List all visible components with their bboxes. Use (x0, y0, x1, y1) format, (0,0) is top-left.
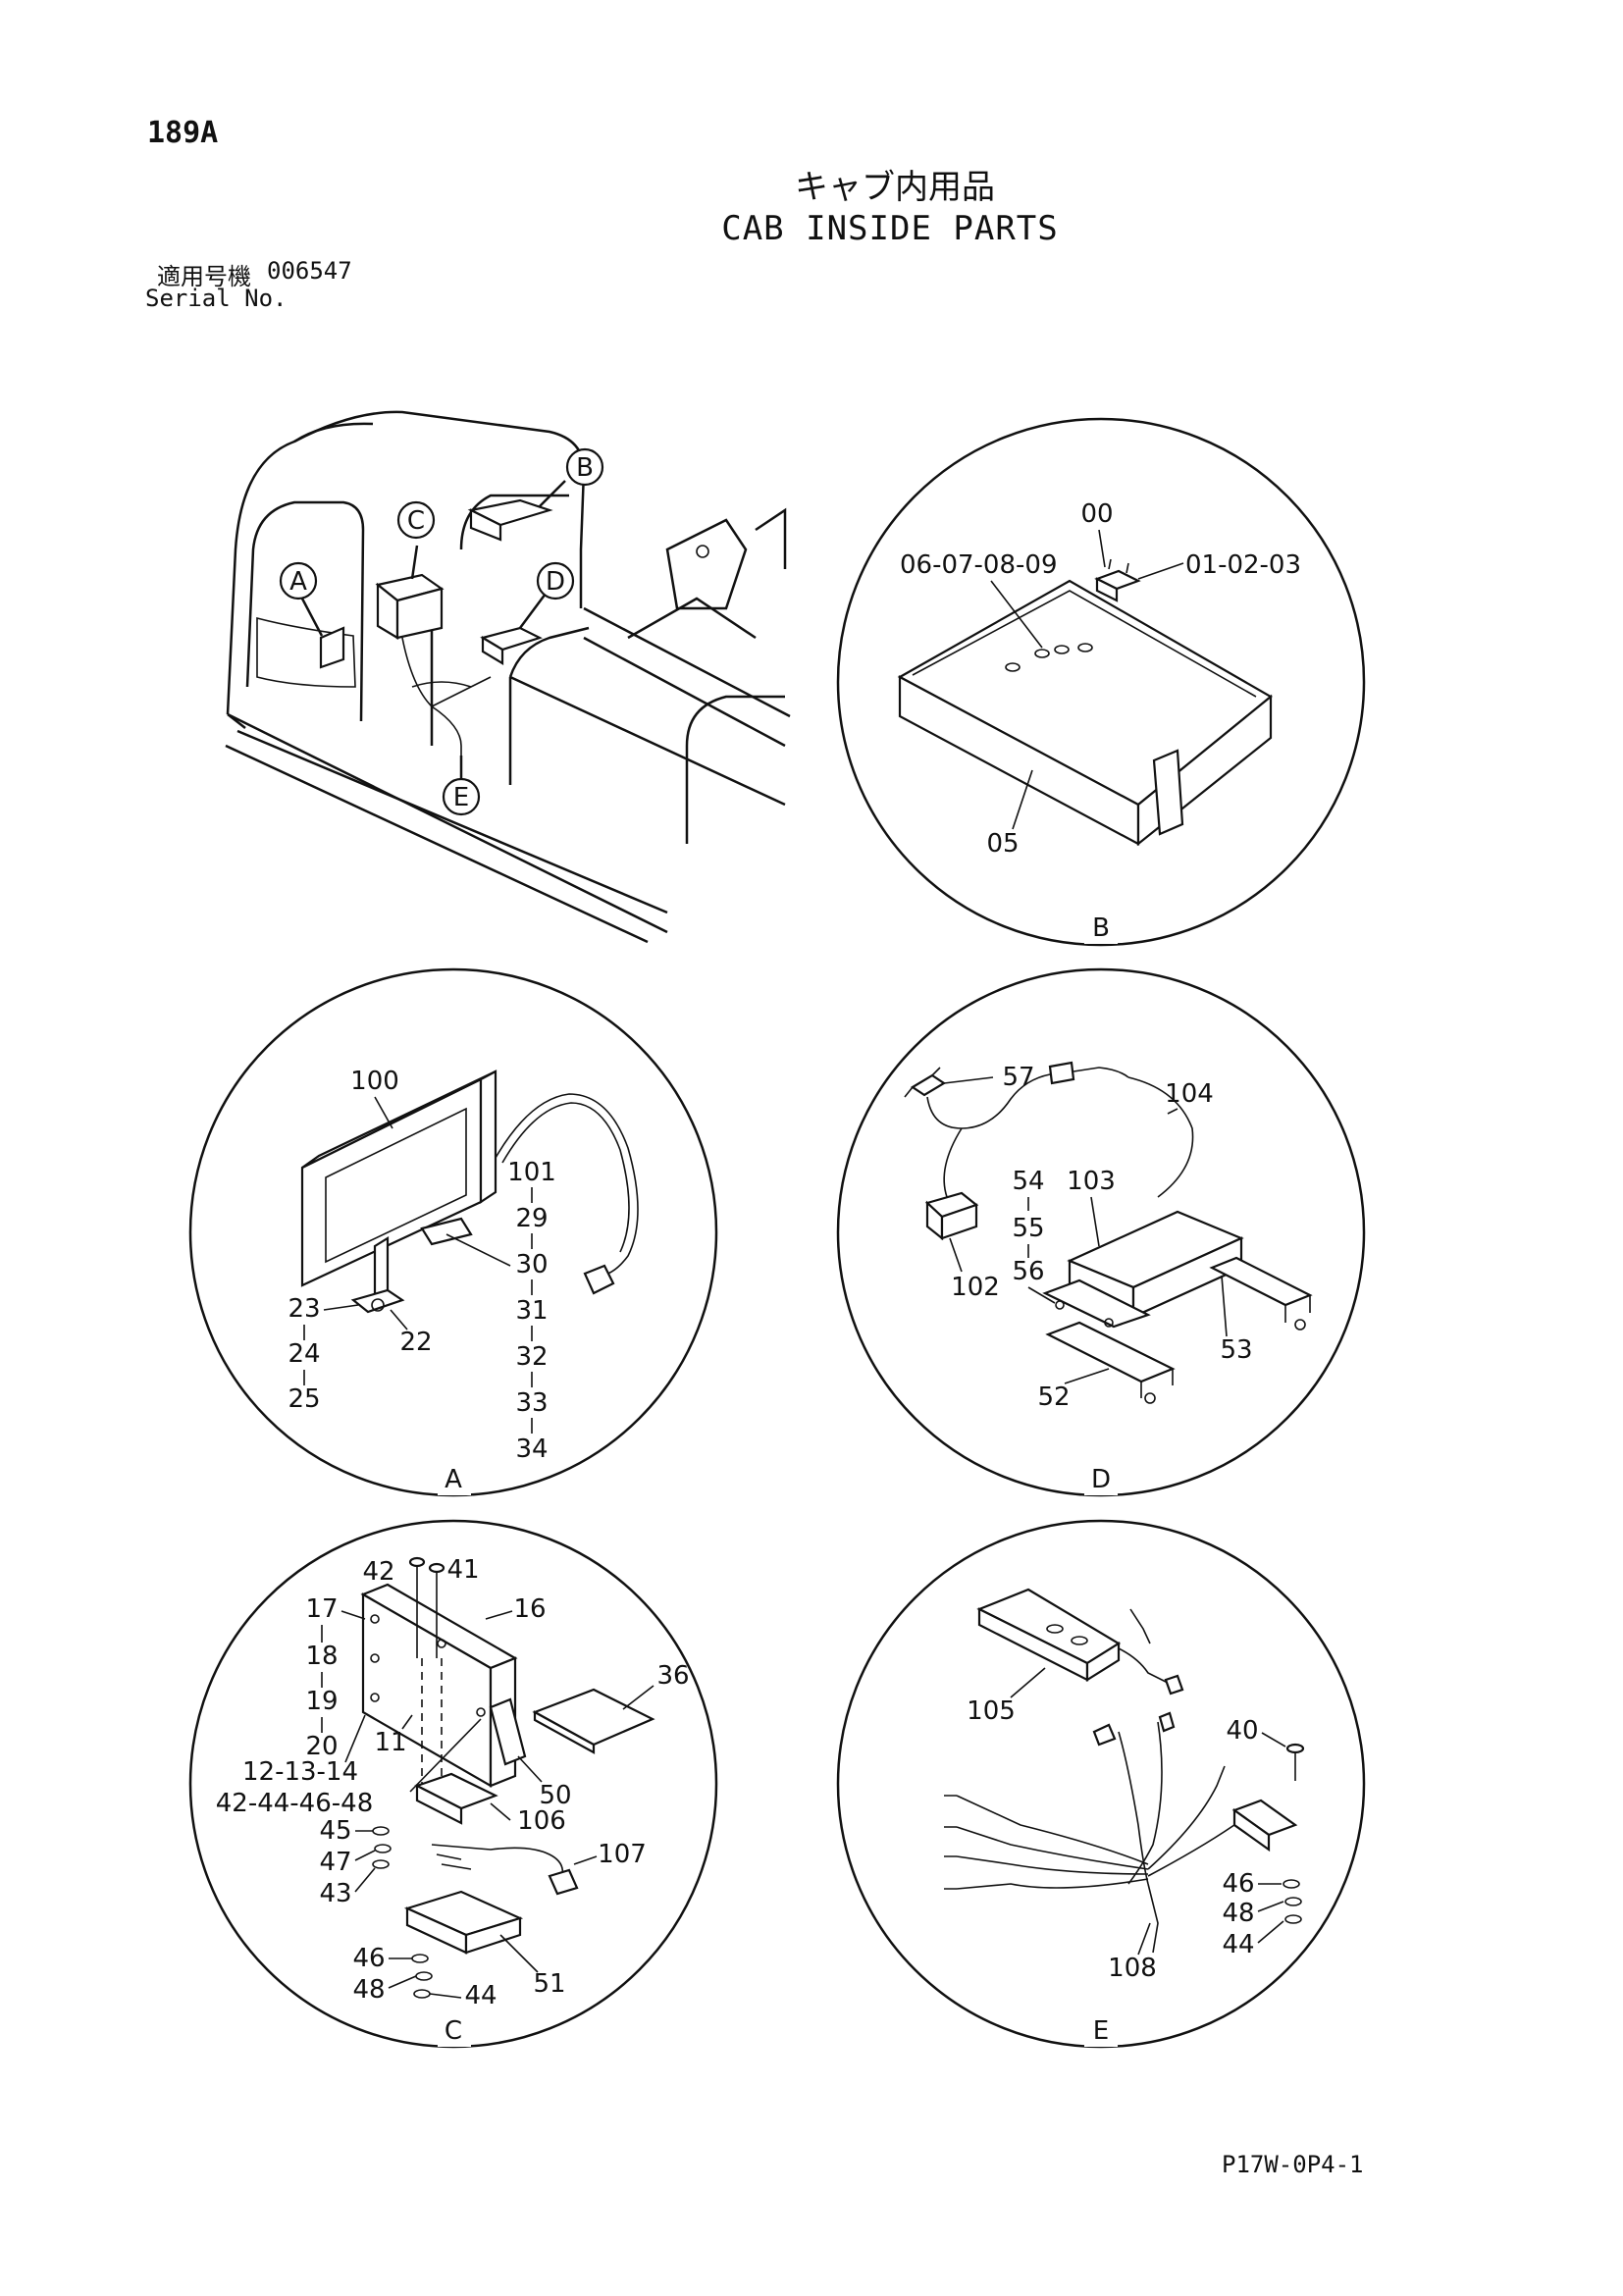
page-number: 189A (147, 116, 219, 150)
svg-text:36: 36 (656, 1661, 689, 1691)
svg-text:19: 19 (305, 1687, 338, 1716)
svg-text:46: 46 (1222, 1869, 1254, 1899)
callout-c: C (396, 500, 436, 540)
detail-a: A 100 101 29 30 31 32 33 34 23 24 25 22 (188, 967, 718, 1497)
svg-text:34: 34 (515, 1435, 548, 1464)
svg-text:103: 103 (1067, 1167, 1116, 1196)
svg-text:108: 108 (1108, 1954, 1157, 1983)
svg-text:54: 54 (1012, 1167, 1044, 1196)
svg-text:56: 56 (1012, 1257, 1044, 1286)
detail-d-label: D (1091, 1465, 1111, 1494)
svg-text:106: 106 (517, 1806, 566, 1836)
detail-e: E 105 40 46 (836, 1519, 1366, 2049)
detail-d: D 57 104 54 55 56 103 (836, 967, 1366, 1497)
svg-text:33: 33 (515, 1388, 548, 1418)
drawing-code: P17W-0P4-1 (1222, 2151, 1364, 2178)
svg-text:23: 23 (288, 1294, 320, 1324)
svg-text:43: 43 (319, 1879, 351, 1908)
svg-text:102: 102 (951, 1273, 1000, 1302)
svg-text:20: 20 (305, 1732, 338, 1761)
svg-text:B: B (576, 453, 594, 483)
detail-a-label: A (445, 1465, 462, 1494)
svg-text:29: 29 (515, 1204, 548, 1233)
svg-text:E: E (453, 783, 469, 812)
serial-label-english: Serial No. (145, 285, 288, 312)
svg-text:12-13-14: 12-13-14 (242, 1757, 358, 1787)
svg-text:22: 22 (399, 1328, 432, 1357)
svg-text:31: 31 (515, 1296, 548, 1326)
svg-text:55: 55 (1012, 1214, 1044, 1243)
svg-text:C: C (407, 506, 425, 536)
detail-c-label: C (445, 2016, 462, 2046)
svg-text:48: 48 (1222, 1899, 1254, 1928)
callout-e: E (442, 777, 481, 816)
svg-text:17: 17 (305, 1594, 338, 1624)
serial-label-japanese: 適用号機 (157, 263, 251, 290)
page-title-japanese: キャブ内用品 (795, 168, 995, 207)
svg-text:18: 18 (305, 1642, 338, 1671)
svg-text:100: 100 (350, 1067, 399, 1096)
svg-text:101: 101 (507, 1158, 556, 1187)
svg-text:06-07-08-09: 06-07-08-09 (900, 550, 1057, 580)
svg-text:00: 00 (1080, 499, 1113, 529)
svg-text:A: A (289, 567, 307, 597)
callout-a: A (279, 561, 318, 600)
svg-text:32: 32 (515, 1342, 548, 1372)
svg-text:57: 57 (1002, 1063, 1034, 1092)
svg-text:105: 105 (967, 1696, 1016, 1726)
serial-number-value: 006547 (267, 257, 352, 285)
svg-text:44: 44 (464, 1981, 497, 2010)
svg-text:44: 44 (1222, 1930, 1254, 1959)
svg-text:52: 52 (1037, 1383, 1070, 1412)
svg-text:53: 53 (1220, 1335, 1252, 1365)
svg-text:11: 11 (374, 1728, 406, 1757)
callout-d: D (536, 561, 575, 600)
svg-text:40: 40 (1226, 1716, 1258, 1746)
svg-text:01-02-03: 01-02-03 (1185, 550, 1301, 580)
svg-text:50: 50 (539, 1781, 571, 1810)
svg-text:104: 104 (1165, 1079, 1214, 1109)
svg-text:42: 42 (362, 1557, 394, 1587)
detail-c: C 42 (188, 1519, 718, 2049)
svg-text:25: 25 (288, 1384, 320, 1414)
svg-text:42-44-46-48: 42-44-46-48 (216, 1789, 373, 1818)
svg-text:24: 24 (288, 1339, 320, 1369)
svg-text:45: 45 (319, 1816, 351, 1846)
detail-b-label: B (1092, 913, 1110, 943)
svg-text:05: 05 (986, 829, 1019, 859)
svg-text:46: 46 (352, 1944, 385, 1973)
detail-b: B 00 01-02-03 06-07-08-09 05 (836, 417, 1366, 947)
cab-overview-illustration: A C B D E (225, 410, 791, 944)
callout-b: B (565, 447, 604, 487)
svg-text:51: 51 (533, 1969, 565, 1999)
svg-text:41: 41 (446, 1555, 479, 1585)
page-title-english: CAB INSIDE PARTS (721, 209, 1059, 248)
svg-text:D: D (546, 567, 565, 597)
svg-text:47: 47 (319, 1848, 351, 1877)
svg-text:16: 16 (513, 1594, 546, 1624)
svg-text:107: 107 (598, 1840, 647, 1869)
svg-text:30: 30 (515, 1250, 548, 1279)
svg-text:48: 48 (352, 1975, 385, 2005)
detail-e-label: E (1093, 2016, 1109, 2046)
